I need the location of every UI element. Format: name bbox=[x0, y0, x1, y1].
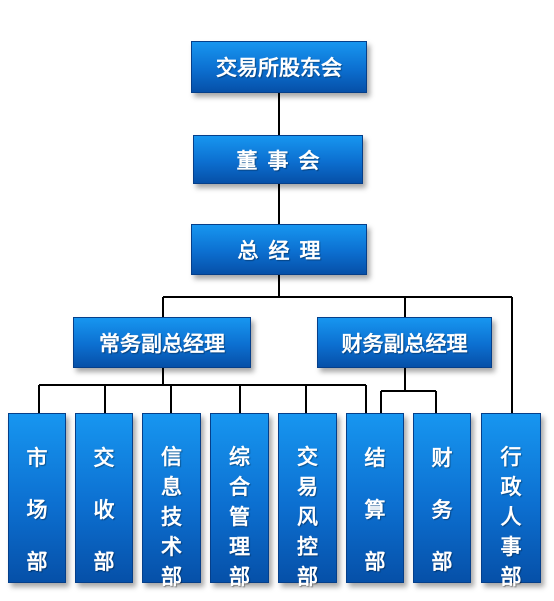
node-board-label: 董事会 bbox=[236, 148, 330, 173]
node-dept-clearing-label: 交收部 bbox=[93, 446, 115, 574]
node-board: 董事会 bbox=[193, 135, 363, 184]
node-vp-finance: 财务副总经理 bbox=[317, 317, 492, 368]
node-dept-hr-label: 行政人事部 bbox=[500, 445, 522, 589]
node-dept-settle: 结算部 bbox=[346, 413, 404, 583]
node-gm-label: 总经理 bbox=[237, 238, 331, 263]
node-vp-exec-label: 常务副总经理 bbox=[99, 331, 225, 356]
node-vp-finance-label: 财务副总经理 bbox=[341, 331, 468, 356]
node-dept-risk: 交易风控部 bbox=[278, 413, 337, 589]
node-dept-hr: 行政人事部 bbox=[481, 413, 541, 589]
node-dept-it: 信息技术部 bbox=[142, 413, 201, 589]
node-dept-finance-label: 财务部 bbox=[431, 446, 453, 574]
node-gm: 总经理 bbox=[191, 224, 367, 275]
node-dept-admin-label: 综合管理部 bbox=[229, 445, 250, 589]
node-shareholders-label: 交易所股东会 bbox=[216, 56, 342, 80]
node-dept-admin: 综合管理部 bbox=[210, 413, 269, 589]
node-dept-it-label: 信息技术部 bbox=[161, 445, 182, 589]
node-dept-clearing: 交收部 bbox=[75, 413, 133, 583]
node-dept-settle-label: 结算部 bbox=[364, 446, 386, 574]
node-dept-risk-label: 交易风控部 bbox=[297, 445, 318, 589]
node-dept-market-label: 市场部 bbox=[26, 446, 48, 574]
node-dept-market: 市场部 bbox=[8, 413, 66, 583]
node-vp-exec: 常务副总经理 bbox=[73, 317, 251, 368]
node-dept-finance: 财务部 bbox=[413, 413, 471, 583]
node-shareholders: 交易所股东会 bbox=[191, 41, 367, 93]
